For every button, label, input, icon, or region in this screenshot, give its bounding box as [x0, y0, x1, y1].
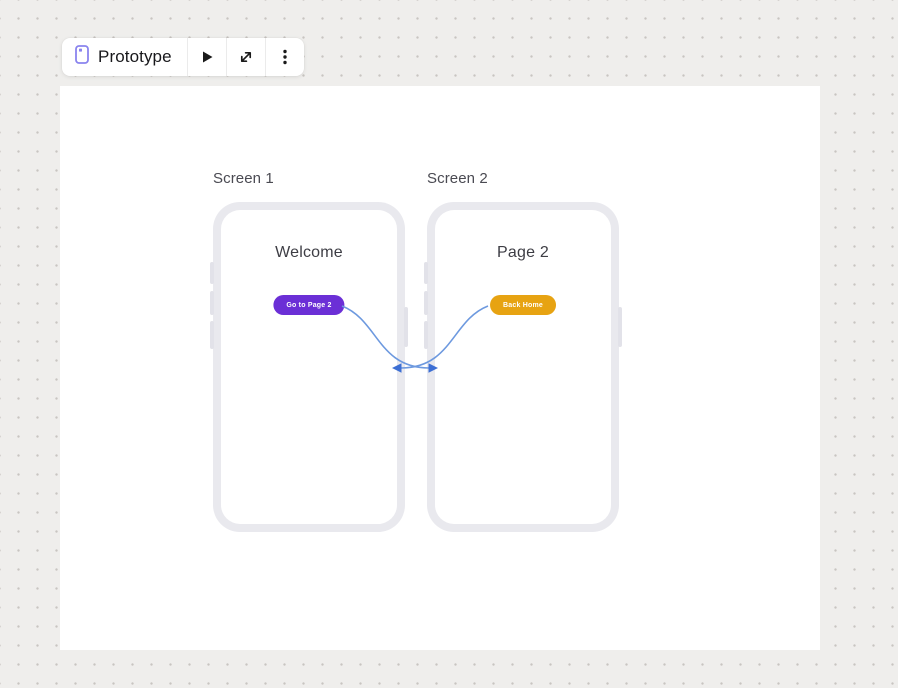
- kebab-menu-icon: [277, 48, 293, 66]
- expand-button[interactable]: [225, 38, 265, 76]
- phone-power-button: [404, 307, 408, 347]
- expand-icon: [237, 48, 255, 66]
- prototype-canvas[interactable]: Screen 1 Screen 2 Welcome Go to Page 2 P…: [60, 86, 820, 650]
- phone-volume-button: [424, 262, 428, 284]
- prototype-toolbar: Prototype: [62, 38, 304, 76]
- screen-1-frame[interactable]: Welcome Go to Page 2: [210, 202, 408, 532]
- screen-2-heading: Page 2: [497, 244, 549, 261]
- more-options-button[interactable]: [264, 38, 304, 76]
- screen-2-label[interactable]: Screen 2: [427, 170, 488, 187]
- prototype-title: Prototype: [98, 47, 172, 66]
- screen-2-content: Page 2 Back Home: [435, 210, 611, 524]
- back-home-button[interactable]: Back Home: [490, 295, 556, 315]
- phone-power-button: [618, 307, 622, 347]
- phone-volume-button: [210, 321, 214, 349]
- phone-icon: [74, 44, 90, 70]
- screen-2-frame[interactable]: Page 2 Back Home: [424, 202, 622, 532]
- phone-volume-button: [424, 291, 428, 315]
- phone-volume-button: [424, 321, 428, 349]
- screen-1-content: Welcome Go to Page 2: [221, 210, 397, 524]
- prototype-mode-tab[interactable]: Prototype: [62, 38, 187, 76]
- phone-volume-button: [210, 262, 214, 284]
- screen-1-label[interactable]: Screen 1: [213, 170, 274, 187]
- play-icon: [199, 49, 215, 65]
- screen-1-heading: Welcome: [275, 244, 343, 261]
- go-to-page-2-button[interactable]: Go to Page 2: [273, 295, 345, 315]
- phone-volume-button: [210, 291, 214, 315]
- play-button[interactable]: [186, 38, 226, 76]
